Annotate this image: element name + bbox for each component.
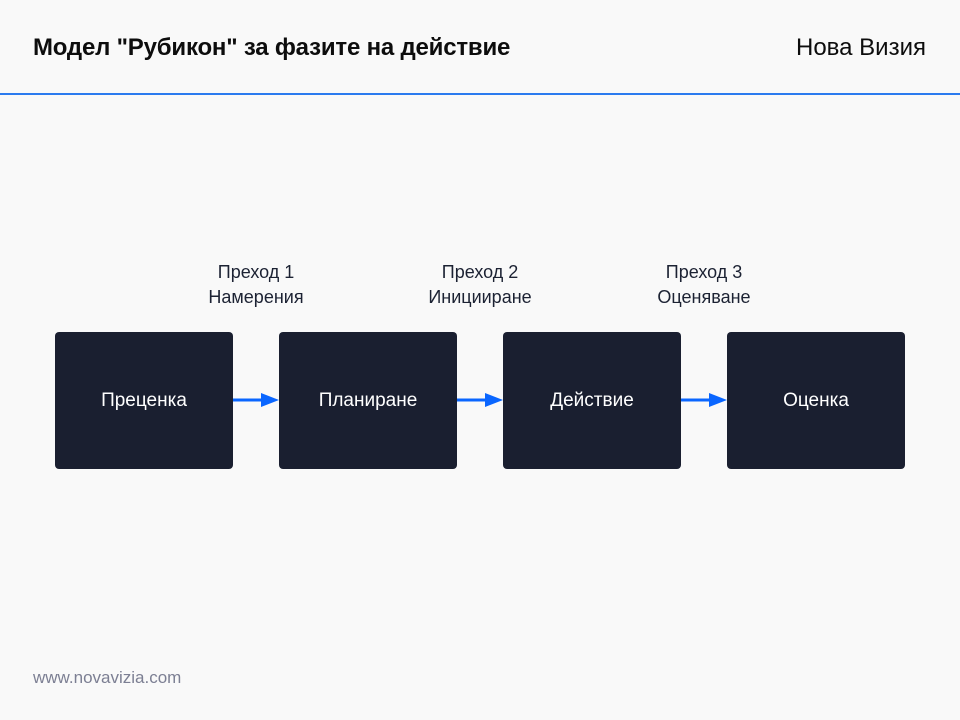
arrow-right-icon bbox=[681, 393, 727, 407]
transition-subtitle: Иницииране bbox=[428, 287, 532, 307]
phase-label: Планиране bbox=[318, 389, 418, 411]
brand-name: Нова Визия bbox=[796, 34, 926, 61]
phase-label: Преценка bbox=[101, 389, 187, 411]
transition-label-2: Преход 2 Иницииране bbox=[380, 260, 580, 310]
phase-box-planning: Планиране bbox=[279, 332, 457, 469]
transition-label-1: Преход 1 Намерения bbox=[156, 260, 356, 310]
phase-box-evaluation: Оценка bbox=[727, 332, 905, 469]
transition-label-3: Преход 3 Оценяване bbox=[604, 260, 804, 310]
phase-label: Действие bbox=[550, 389, 634, 411]
phase-label: Оценка bbox=[783, 389, 849, 411]
phase-box-assessment: Преценка bbox=[55, 332, 233, 469]
transition-title: Преход 3 bbox=[665, 262, 743, 282]
website-url: www.novavizia.com bbox=[33, 668, 182, 687]
header: Модел "Рубикон" за фазите на действие Но… bbox=[0, 0, 960, 95]
transition-subtitle: Оценяване bbox=[657, 287, 751, 307]
transition-subtitle: Намерения bbox=[208, 287, 304, 307]
transition-title: Преход 2 bbox=[441, 262, 519, 282]
page-title: Модел "Рубикон" за фазите на действие bbox=[33, 34, 511, 61]
transition-title: Преход 1 bbox=[217, 262, 295, 282]
arrow-right-icon bbox=[233, 393, 279, 407]
phase-box-action: Действие bbox=[503, 332, 681, 469]
arrow-right-icon bbox=[457, 393, 503, 407]
